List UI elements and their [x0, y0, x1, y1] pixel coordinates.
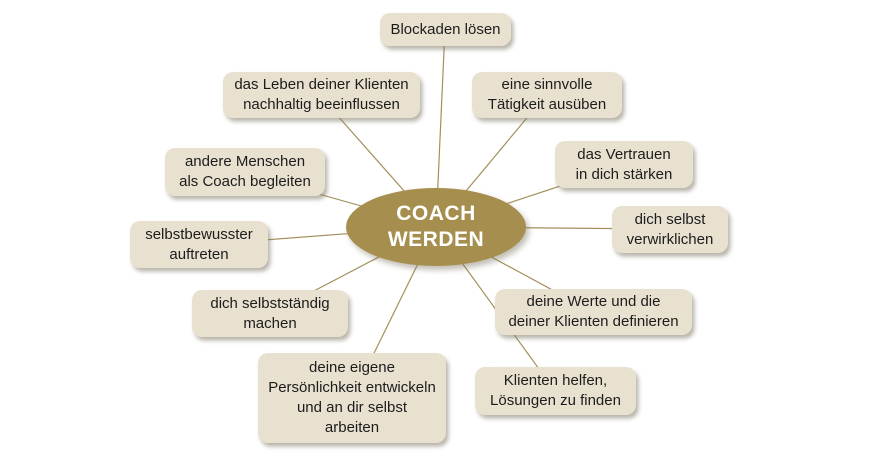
node-label: eine sinnvolle: [501, 76, 593, 93]
node-label: das Leben deiner Klienten: [234, 76, 409, 93]
center-node-label: WERDEN: [387, 228, 485, 251]
node-werte-definieren: deine Werte und die deiner Klienten defi…: [495, 289, 692, 335]
node-blockaden-loesen: Blockaden lösen: [380, 13, 511, 46]
node-label: Klienten helfen,: [503, 372, 608, 389]
node-label: und an dir selbst: [296, 399, 408, 416]
node-label: das Vertrauen: [577, 145, 671, 163]
node-label: in dich stärken: [575, 165, 673, 183]
node-menschen-begleiten: andere Menschen als Coach begleiten: [165, 148, 325, 196]
node-label: verwirklichen: [626, 230, 714, 248]
node-selbstbewusster-auftreten: selbstbewusster auftreten: [130, 221, 268, 268]
center-node-coach-werden: COACH WERDEN: [346, 188, 526, 266]
node-sinnvolle-taetigkeit: eine sinnvolle Tätigkeit ausüben: [472, 72, 622, 118]
node-label: dich selbstständig: [210, 294, 330, 312]
node-vertrauen-staerken: das Vertrauen in dich stärken: [555, 141, 693, 188]
node-label: auftreten: [169, 245, 229, 263]
node-label: andere Menschen: [184, 153, 306, 170]
node-label: Lösungen zu finden: [490, 392, 621, 409]
node-label: arbeiten: [324, 419, 380, 436]
node-label: machen: [243, 314, 297, 332]
node-selbst-verwirklichen: dich selbst verwirklichen: [612, 206, 728, 253]
node-klienten-helfen: Klienten helfen, Lösungen zu finden: [475, 367, 636, 415]
node-persoenlichkeit-entwickeln: deine eigene Persönlichkeit entwickeln u…: [258, 353, 446, 443]
node-label: Persönlichkeit entwickeln: [268, 379, 436, 396]
node-label: als Coach begleiten: [179, 173, 311, 190]
node-leben-beeinflussen: das Leben deiner Klienten nachhaltig bee…: [223, 72, 420, 118]
node-label: nachhaltig beeinflussen: [243, 96, 400, 113]
node-label: dich selbst: [634, 210, 706, 228]
node-label: deiner Klienten definieren: [508, 313, 679, 330]
center-node-label: COACH: [396, 202, 476, 225]
node-label: deine Werte und die: [526, 293, 661, 310]
node-selbststaendig-machen: dich selbstständig machen: [192, 290, 348, 337]
node-label: deine eigene: [309, 359, 395, 376]
node-label: Tätigkeit ausüben: [487, 96, 607, 113]
node-label: Blockaden lösen: [390, 20, 501, 38]
node-label: selbstbewusster: [145, 225, 253, 243]
